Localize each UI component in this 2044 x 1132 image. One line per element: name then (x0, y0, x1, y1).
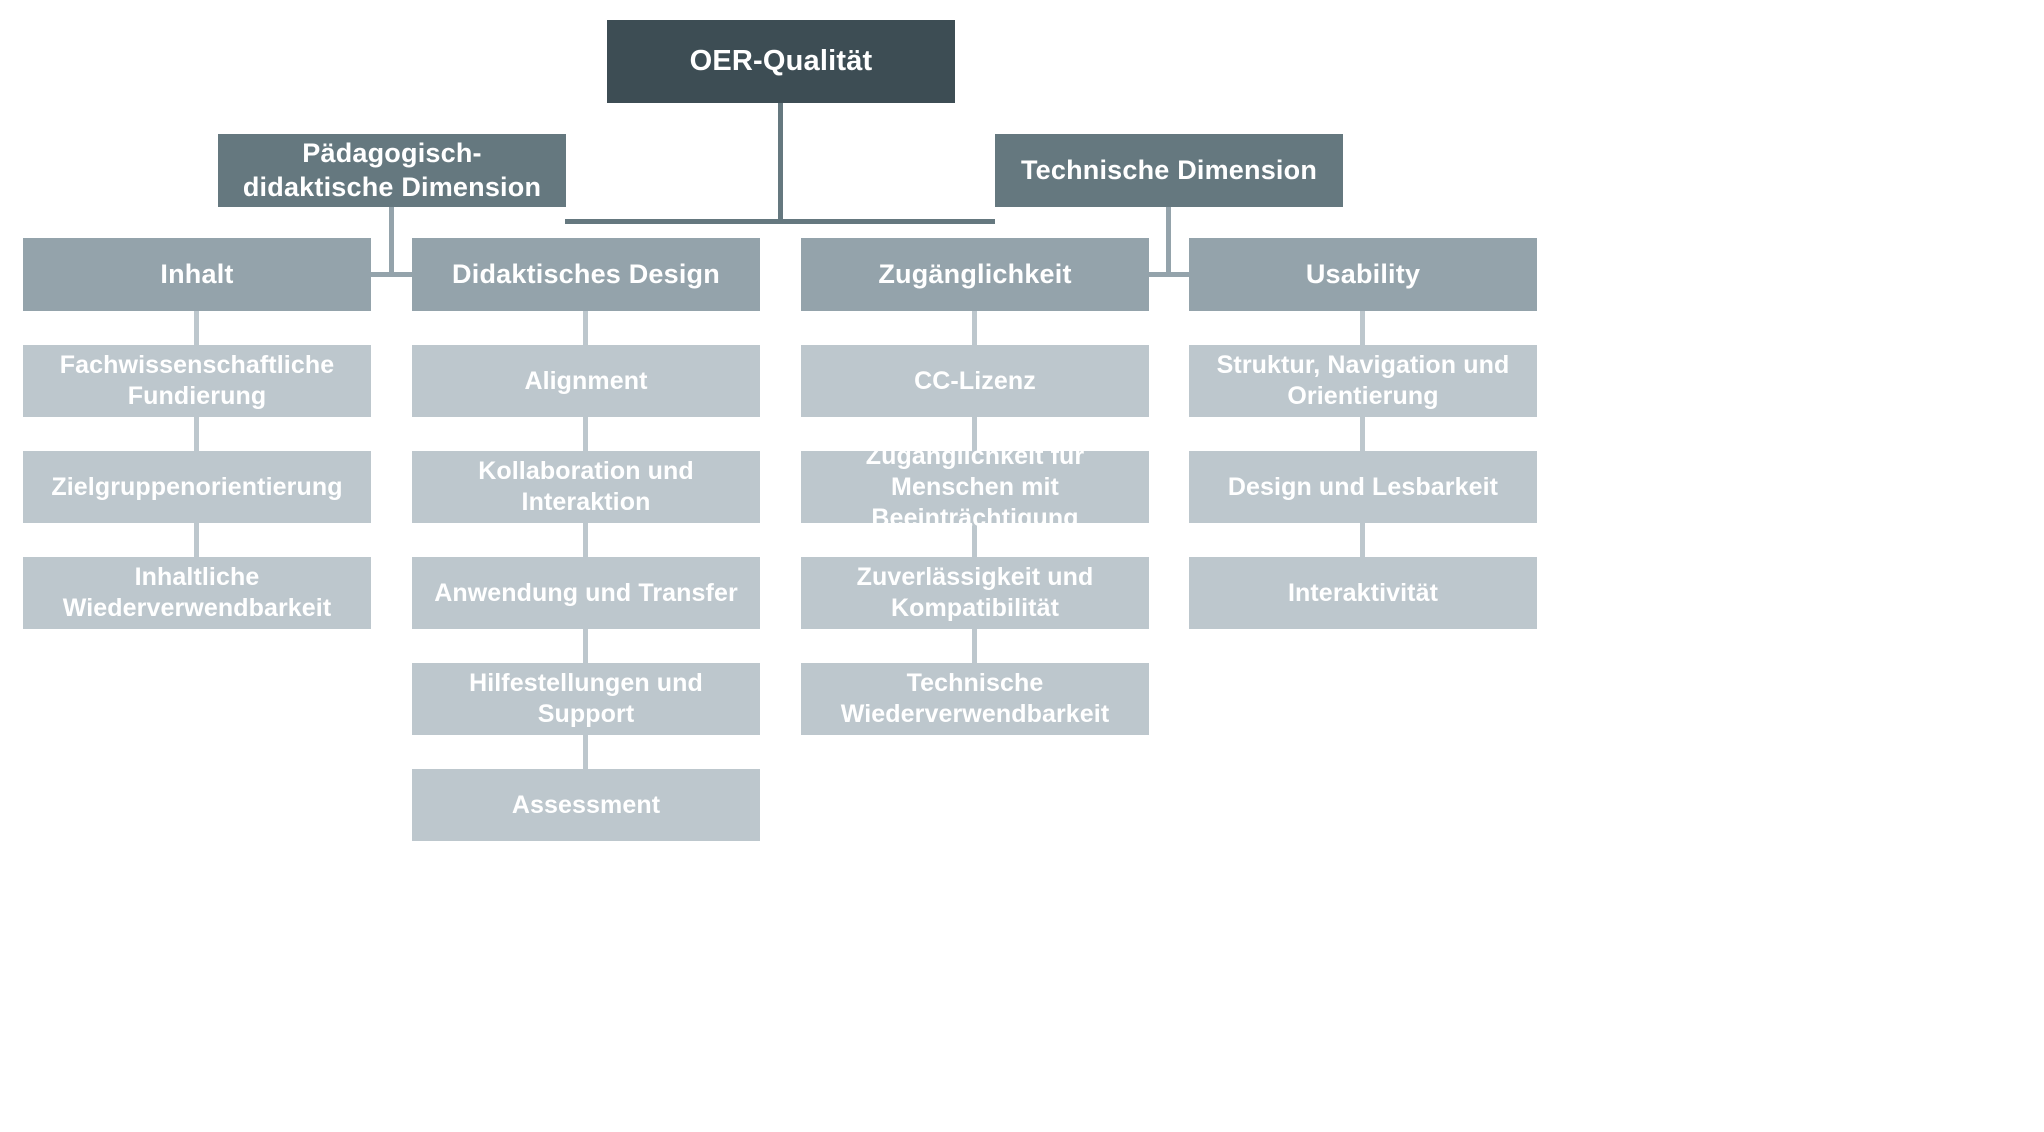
node-zuverlaessigkeit-und-kompatibilitaet[interactable]: Zuverlässigkeit und Kompatibilität (801, 557, 1149, 629)
connector-paed-horizontal (371, 272, 413, 277)
connector-zugang-2 (972, 417, 977, 451)
connector-inhalt-1 (194, 311, 199, 345)
node-zugaenglichkeit[interactable]: Zugänglichkeit (801, 238, 1149, 311)
node-alignment[interactable]: Alignment (412, 345, 760, 417)
connector-root-horizontal (565, 219, 995, 224)
node-zugaenglichkeit-fuer-menschen-mit-beeintraechtigung[interactable]: Zugänglichkeit für Menschen mit Beeinträ… (801, 442, 1149, 532)
node-struktur-navigation-und-orientierung[interactable]: Struktur, Navigation und Orientierung (1189, 345, 1537, 417)
connector-didaktik-5 (583, 735, 588, 769)
node-usability[interactable]: Usability (1189, 238, 1537, 311)
node-paedagogisch-didaktische-dimension[interactable]: Pädagogisch-didaktische Dimension (218, 134, 566, 207)
connector-didaktik-3 (583, 523, 588, 557)
connector-usability-2 (1360, 417, 1365, 451)
node-inhalt[interactable]: Inhalt (23, 238, 371, 311)
node-didaktisches-design[interactable]: Didaktisches Design (412, 238, 760, 311)
connector-didaktik-2 (583, 417, 588, 451)
node-assessment[interactable]: Assessment (412, 769, 760, 841)
node-anwendung-und-transfer[interactable]: Anwendung und Transfer (412, 557, 760, 629)
node-fachwissenschaftliche-fundierung[interactable]: Fachwissenschaftliche Fundierung (23, 345, 371, 417)
node-design-und-lesbarkeit[interactable]: Design und Lesbarkeit (1189, 451, 1537, 523)
connector-zugang-4 (972, 629, 977, 663)
connector-root-vertical (778, 103, 783, 223)
node-technische-dimension[interactable]: Technische Dimension (995, 134, 1343, 207)
node-kollaboration-und-interaktion[interactable]: Kollaboration und Interaktion (412, 451, 760, 523)
node-cc-lizenz[interactable]: CC-Lizenz (801, 345, 1149, 417)
connector-didaktik-1 (583, 311, 588, 345)
node-zielgruppenorientierung[interactable]: Zielgruppenorientierung (23, 451, 371, 523)
connector-tech-vertical (1166, 207, 1171, 275)
connector-paed-vertical (389, 207, 394, 275)
connector-inhalt-2 (194, 417, 199, 451)
node-hilfestellungen-und-support[interactable]: Hilfestellungen und Support (412, 663, 760, 735)
connector-usability-1 (1360, 311, 1365, 345)
connector-usability-3 (1360, 523, 1365, 557)
connector-zugang-1 (972, 311, 977, 345)
connector-inhalt-3 (194, 523, 199, 557)
connector-didaktik-4 (583, 629, 588, 663)
connector-tech-horizontal (1149, 272, 1191, 277)
node-interaktivitaet[interactable]: Interaktivität (1189, 557, 1537, 629)
connector-zugang-3 (972, 523, 977, 557)
node-inhaltliche-wiederverwendbarkeit[interactable]: Inhaltliche Wiederverwendbarkeit (23, 557, 371, 629)
node-technische-wiederverwendbarkeit[interactable]: Technische Wiederverwendbarkeit (801, 663, 1149, 735)
node-oer-qualitaet[interactable]: OER-Qualität (607, 20, 955, 103)
